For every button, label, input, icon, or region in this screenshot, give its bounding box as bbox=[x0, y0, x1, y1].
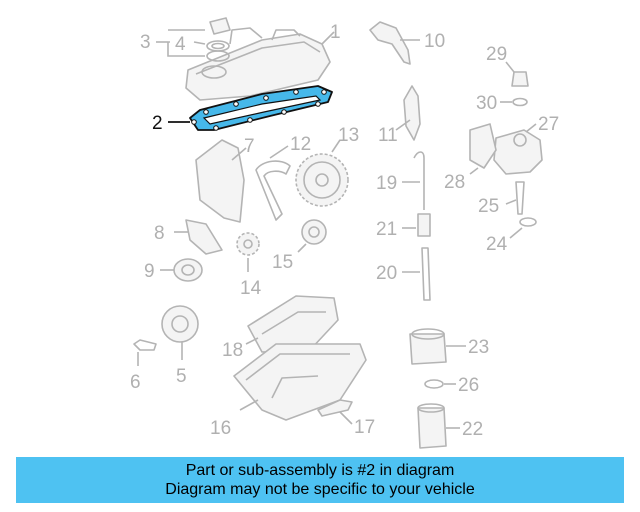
callout-14: 14 bbox=[240, 278, 262, 299]
callout-2: 2 bbox=[152, 113, 163, 134]
part-24-seal-ring bbox=[509, 217, 537, 239]
callout-5: 5 bbox=[176, 366, 187, 387]
callout-8: 8 bbox=[154, 223, 165, 244]
part-11-rear-timing-cover bbox=[395, 85, 421, 141]
part-19-dipstick bbox=[402, 151, 425, 210]
part-10-timing-cover-upper bbox=[369, 21, 420, 65]
part-13-camshaft-sprocket bbox=[295, 139, 349, 207]
callout-11: 11 bbox=[378, 125, 398, 146]
callout-24: 24 bbox=[486, 234, 508, 255]
callout-20: 20 bbox=[376, 263, 397, 284]
callout-12: 12 bbox=[290, 134, 311, 155]
part-16-oil-pan bbox=[233, 343, 367, 421]
callout-25: 25 bbox=[478, 196, 499, 217]
part-23-oil-cooler bbox=[409, 328, 466, 365]
part-7-timing-belt-cover bbox=[195, 139, 247, 223]
part-29-sensor bbox=[505, 61, 529, 87]
callout-15: 15 bbox=[272, 252, 293, 273]
part-30-seal bbox=[500, 97, 528, 107]
callout-28: 28 bbox=[444, 172, 465, 193]
part-15-tensioner-pulley bbox=[297, 219, 327, 253]
callout-19: 19 bbox=[376, 173, 397, 194]
part-27-oil-filter-housing bbox=[493, 123, 543, 175]
callout-4: 4 bbox=[175, 34, 186, 55]
callout-21: 21 bbox=[376, 219, 397, 240]
part-2-valve-cover-gasket bbox=[168, 85, 333, 131]
callout-13: 13 bbox=[338, 125, 359, 146]
part-20-guide-tube bbox=[402, 247, 431, 301]
part-5-crankshaft-pulley bbox=[161, 305, 199, 360]
callout-16: 16 bbox=[210, 418, 231, 439]
callout-22: 22 bbox=[462, 419, 483, 440]
part-6-pulley-bolt bbox=[133, 339, 157, 366]
caption-line-2: Diagram may not be specific to your vehi… bbox=[165, 481, 475, 498]
callout-10: 10 bbox=[424, 31, 445, 52]
part-18-oil-pan-upper bbox=[245, 295, 339, 353]
callout-27: 27 bbox=[538, 114, 559, 135]
callout-6: 6 bbox=[130, 372, 141, 393]
part-26-seal bbox=[424, 379, 456, 389]
callout-23: 23 bbox=[468, 337, 489, 358]
part-21-dipstick-tube bbox=[402, 213, 431, 237]
part-14-idler-sprocket bbox=[236, 232, 260, 272]
part-12-timing-belt bbox=[255, 145, 291, 221]
callout-7: 7 bbox=[244, 136, 255, 157]
caption-bar: Part or sub-assembly is #2 in diagram Di… bbox=[16, 457, 624, 503]
callout-17: 17 bbox=[354, 417, 375, 438]
callout-18: 18 bbox=[222, 340, 243, 361]
part-17-sealant bbox=[317, 399, 353, 425]
callout-30: 30 bbox=[476, 93, 497, 114]
part-9-crankshaft-sprocket bbox=[160, 258, 203, 282]
part-8-mount-bracket bbox=[174, 219, 223, 255]
callout-29: 29 bbox=[486, 44, 507, 65]
caption-line-1: Part or sub-assembly is #2 in diagram bbox=[185, 462, 455, 479]
callout-9: 9 bbox=[144, 261, 155, 282]
part-22-oil-filter bbox=[417, 403, 460, 449]
callout-3: 3 bbox=[140, 32, 151, 53]
callout-26: 26 bbox=[458, 375, 479, 396]
part-3-oil-cap bbox=[167, 17, 231, 62]
part-28-bracket bbox=[469, 123, 497, 175]
callout-1: 1 bbox=[330, 22, 341, 43]
parts-diagram: 1 3 4 2 10 11 bbox=[130, 17, 559, 449]
part-25-bolt bbox=[505, 181, 525, 215]
part-1-valve-cover bbox=[185, 27, 335, 101]
